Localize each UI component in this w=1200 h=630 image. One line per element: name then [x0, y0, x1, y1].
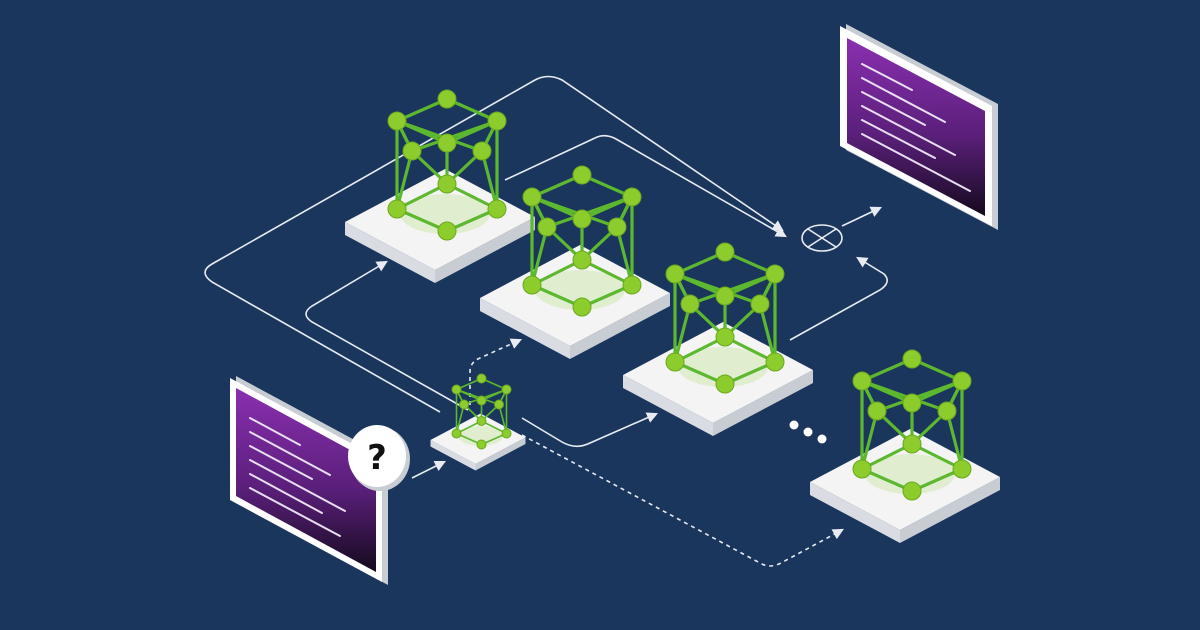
- network-node: [952, 459, 972, 479]
- expert3-output-line: [789, 256, 888, 341]
- network-edge: [395, 150, 414, 210]
- expert-platform-1-network-icon: [387, 89, 507, 241]
- expert-platform-2-network-icon: [522, 165, 642, 317]
- network-node: [501, 384, 512, 395]
- expert-platform-3-network-icon: [665, 242, 785, 394]
- router-platform-network-icon: [451, 373, 512, 450]
- combine-to-output-line: [841, 206, 883, 227]
- network-edge: [615, 226, 634, 286]
- network-node: [665, 264, 685, 284]
- network-node: [715, 374, 735, 394]
- expert2-output-line: [504, 134, 787, 238]
- network-edge: [530, 226, 549, 286]
- connector-lines: [204, 75, 888, 567]
- combine-circle-icon: [801, 224, 843, 252]
- network-node: [622, 275, 642, 295]
- network-node: [451, 428, 462, 439]
- expert-platform-4-network-icon: [852, 349, 972, 501]
- network-edge: [861, 379, 948, 413]
- network-node: [622, 187, 642, 207]
- network-node: [765, 352, 785, 372]
- network-edge: [673, 303, 692, 363]
- network-node: [852, 371, 872, 391]
- network-node: [715, 242, 735, 262]
- network-node: [437, 221, 457, 241]
- network-node: [459, 399, 469, 410]
- network-node: [472, 141, 492, 161]
- network-node: [476, 416, 487, 426]
- expert-platform-3: [623, 242, 813, 436]
- network-edge: [674, 272, 761, 306]
- network-node: [572, 250, 592, 270]
- router-platform: [430, 373, 526, 471]
- network-edge: [456, 388, 500, 406]
- network-node: [715, 327, 735, 347]
- network-edge: [758, 303, 777, 363]
- network-node: [607, 217, 627, 237]
- network-node: [522, 187, 542, 207]
- network-edge: [860, 410, 879, 470]
- ellipsis-dots: [789, 420, 827, 444]
- network-node: [476, 395, 487, 406]
- network-edge: [531, 195, 618, 229]
- network-node: [867, 401, 887, 421]
- network-node: [451, 384, 462, 395]
- network-node: [494, 399, 504, 410]
- route-line-outer: [204, 75, 784, 413]
- network-node: [437, 89, 457, 109]
- network-edge: [945, 410, 964, 470]
- network-node: [476, 373, 487, 384]
- route-line-expert2-dashed: [469, 338, 523, 405]
- route-line-expert3: [521, 412, 659, 448]
- network-node: [750, 294, 770, 314]
- expert-platform-2: [480, 165, 670, 359]
- network-node: [852, 459, 872, 479]
- input-to-router-line: [411, 460, 447, 479]
- network-node: [522, 275, 542, 295]
- network-node: [902, 434, 922, 454]
- network-node: [501, 428, 512, 439]
- network-node: [572, 297, 592, 317]
- network-node: [902, 393, 922, 413]
- network-node: [387, 111, 407, 131]
- network-node: [487, 199, 507, 219]
- network-node: [437, 133, 457, 153]
- network-node: [665, 352, 685, 372]
- expert-platform-1: [345, 89, 535, 283]
- question-bubble-icon: ?: [348, 425, 410, 491]
- network-node: [537, 217, 557, 237]
- network-node: [765, 264, 785, 284]
- network-node: [937, 401, 957, 421]
- network-node: [715, 286, 735, 306]
- network-node: [952, 371, 972, 391]
- network-node: [902, 481, 922, 501]
- network-node: [387, 199, 407, 219]
- network-node: [680, 294, 700, 314]
- expert-platform-4: [810, 349, 1000, 543]
- network-node: [476, 439, 487, 450]
- network-edge: [396, 119, 483, 153]
- network-node: [487, 111, 507, 131]
- input-screen-icon: [230, 376, 388, 585]
- network-node: [902, 349, 922, 369]
- network-node: [402, 141, 422, 161]
- route-line-expert4-dashed: [521, 434, 844, 567]
- network-node: [572, 165, 592, 185]
- network-edge: [480, 150, 499, 210]
- network-node: [572, 209, 592, 229]
- network-node: [437, 174, 457, 194]
- output-screen-icon: [840, 24, 998, 230]
- question-mark: ?: [367, 438, 387, 478]
- route-line-expert1: [305, 260, 469, 411]
